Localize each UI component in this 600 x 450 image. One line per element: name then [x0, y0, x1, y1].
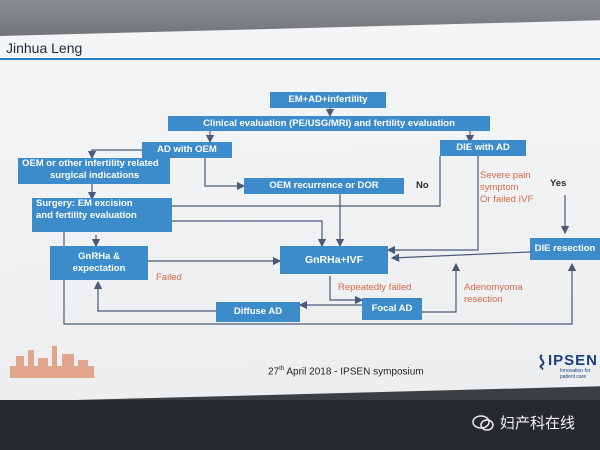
node-gnrha-exp-line1: GnRHa & — [78, 251, 120, 262]
node-surgery: Surgery: EM excision and fertility evalu… — [32, 198, 172, 232]
arrow-die-resection-to-ivf — [390, 251, 531, 262]
node-oem-other-line2: surgical indications — [50, 170, 140, 181]
edge-label-severe-line3: Or failed IVF — [480, 194, 534, 205]
node-oem-recurrence: OEM recurrence or DOR — [244, 178, 404, 194]
node-ad-with-oem: AD with OEM — [142, 142, 232, 158]
header-divider — [0, 58, 600, 60]
node-surgery-line1: Surgery: EM excision — [36, 198, 133, 209]
arrow-diffuse-to-gnrha-exp — [93, 280, 216, 312]
edge-label-no: No — [416, 180, 429, 191]
room-bottom — [0, 400, 600, 450]
footer-date: 27th April 2018 - IPSEN symposium — [268, 366, 424, 377]
node-diffuse-ad: Diffuse AD — [216, 302, 300, 322]
arrow-ivf-to-focal — [329, 276, 364, 305]
arrow-focal-to-ivf — [422, 262, 461, 313]
edge-label-severe-line1: Severe pain — [480, 170, 531, 181]
ipsen-tagline: Innovation for patient care — [560, 368, 591, 380]
arrow-ad-oem-to-oem-other — [87, 149, 165, 160]
ipsen-logo: IPSEN — [548, 352, 599, 369]
footer-day-suffix: th — [279, 366, 285, 372]
node-oem-other-indications: OEM or other infertility related surgica… — [18, 158, 170, 184]
node-em-ad-infertility: EM+AD+infertility — [270, 92, 386, 108]
edge-label-adenomyoma-line1: Adenomyoma — [464, 282, 523, 293]
edge-label-yes: Yes — [550, 178, 567, 189]
edge-label-severe-line2: symptom — [480, 182, 519, 193]
node-gnrha-ivf: GnRHa+IVF — [280, 246, 388, 274]
arrow-ad-oem-to-recurrence — [204, 157, 246, 191]
watermark: 妇产科在线 — [472, 412, 575, 433]
arrow-die-to-ivf — [386, 156, 479, 255]
city-skyline-logo — [10, 346, 94, 378]
speaker-name: Jinhua Leng — [6, 40, 83, 56]
edge-label-repeatedly-failed: Repeatedly failed — [338, 282, 412, 293]
node-focal-ad: Focal AD — [362, 298, 422, 320]
ipsen-swirl-icon — [539, 354, 545, 370]
node-surgery-line2: and fertility evaluation — [36, 210, 137, 221]
node-die-with-ad: DIE with AD — [440, 140, 526, 156]
edge-label-failed: Failed — [156, 272, 182, 283]
footer-rest: April 2018 - IPSEN symposium — [284, 366, 424, 378]
line-die-to-surgery — [170, 156, 441, 207]
node-die-resection: DIE resection — [530, 238, 600, 260]
node-gnrha-exp-line2: expectation — [72, 263, 126, 274]
chat-bubble-icon — [472, 414, 494, 431]
node-clinical-evaluation: Clinical evaluation (PE/USG/MRI) and fer… — [168, 116, 490, 131]
watermark-text: 妇产科在线 — [500, 415, 576, 432]
node-gnrha-expectation: GnRHa & expectation — [50, 246, 148, 280]
node-oem-other-line1: OEM or other infertility related — [22, 158, 159, 169]
footer-day: 27 — [268, 366, 280, 378]
edge-label-adenomyoma-line2: resection — [464, 294, 503, 305]
arrow-surgery-to-ivf — [172, 220, 327, 248]
